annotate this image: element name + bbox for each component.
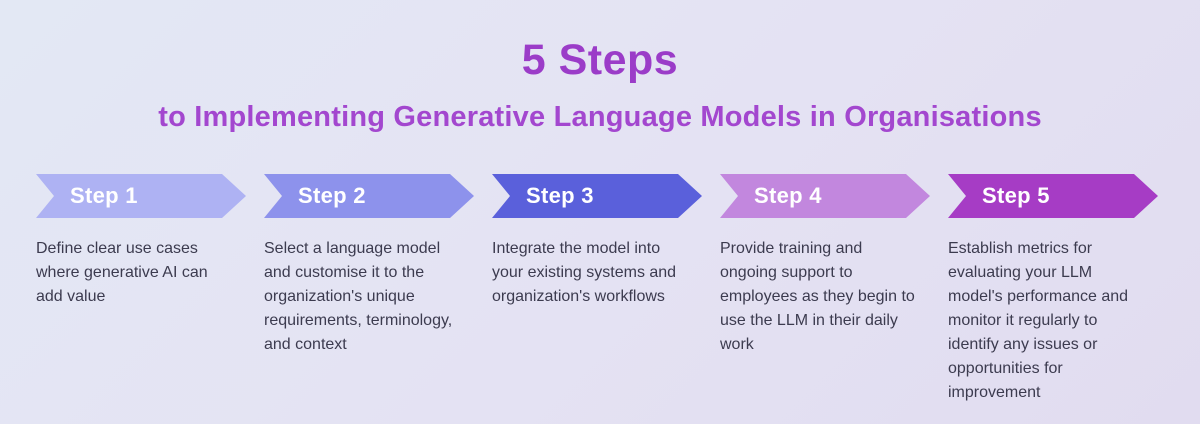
step-column-3: Step 3 Integrate the model into your exi… [492,174,702,405]
step-1-banner: Step 1 [36,174,246,218]
step-5-description: Establish metrics for evaluating your LL… [948,240,1129,401]
step-1-label: Step 1 [70,183,138,208]
step-3-label: Step 3 [526,183,594,208]
step-3-banner: Step 3 [492,174,702,218]
step-5-banner: Step 5 [948,174,1158,218]
step-3-description: Integrate the model into your existing s… [492,240,677,305]
step-column-1: Step 1 Define clear use cases where gene… [36,174,246,405]
step-2-banner: Step 2 [264,174,474,218]
step-1-description: Define clear use cases where generative … [36,240,208,305]
step-column-4: Step 4 Provide training and ongoing supp… [720,174,930,405]
header: 5 Steps to Implementing Generative Langu… [0,36,1200,134]
step-4-banner: Step 4 [720,174,930,218]
step-4-label: Step 4 [754,183,822,208]
step-2-label: Step 2 [298,183,366,208]
step-2-description: Select a language model and customise it… [264,240,453,353]
page-title: 5 Steps [521,36,679,84]
step-column-2: Step 2 Select a language model and custo… [264,174,474,405]
steps-row: Step 1 Define clear use cases where gene… [0,174,1200,405]
step-4-description: Provide training and ongoing support to … [720,240,915,353]
step-5-label: Step 5 [982,183,1050,208]
step-column-5: Step 5 Establish metrics for evaluating … [948,174,1158,405]
page-subtitle: to Implementing Generative Language Mode… [158,101,1042,133]
